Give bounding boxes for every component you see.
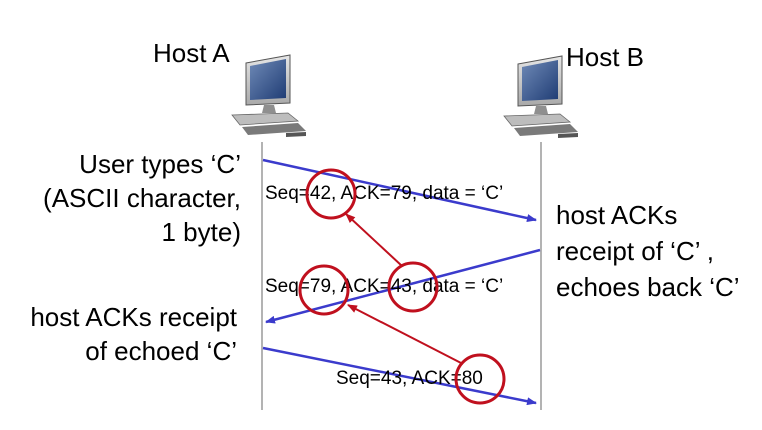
user-types-line-1: User types ‘C’ [79,149,241,179]
host-acks-echo-line-2: of echoed ‘C’ [85,336,237,366]
user-types-line-2: (ASCII character, [43,183,241,213]
host-b-note-line-1: host ACKs [556,200,678,230]
host-b-note-line-3: echoes back ‘C’ [556,272,740,302]
host-acks-echo-line-1: host ACKs receipt [30,302,237,332]
segment-arrow-seq43 [262,346,537,406]
causal-arrow-ack43-from-seq42 [345,213,403,267]
causal-arrow-ack80-from-seq79 [347,304,464,365]
highlight-circle-ack43 [387,261,439,313]
message-label-seq42: Seq=42, ACK=79, data = ‘C’ [265,183,504,204]
highlight-circle-seq42 [305,168,357,220]
segment-arrow-seq42 [262,158,537,222]
user-types-line-3: 1 byte) [161,217,242,247]
host-b-label: Host B [566,42,645,72]
highlight-circle-ack80 [454,353,506,405]
host-b-note-line-2: receipt of ‘C’ , [556,236,714,266]
message-label-seq79: Seq=79, ACK=43, data = ‘C’ [265,276,504,297]
host-a-label: Host A [153,38,230,68]
message-label-seq43: Seq=43, ACK=80 [336,368,483,389]
highlight-circle-seq79 [298,264,350,316]
